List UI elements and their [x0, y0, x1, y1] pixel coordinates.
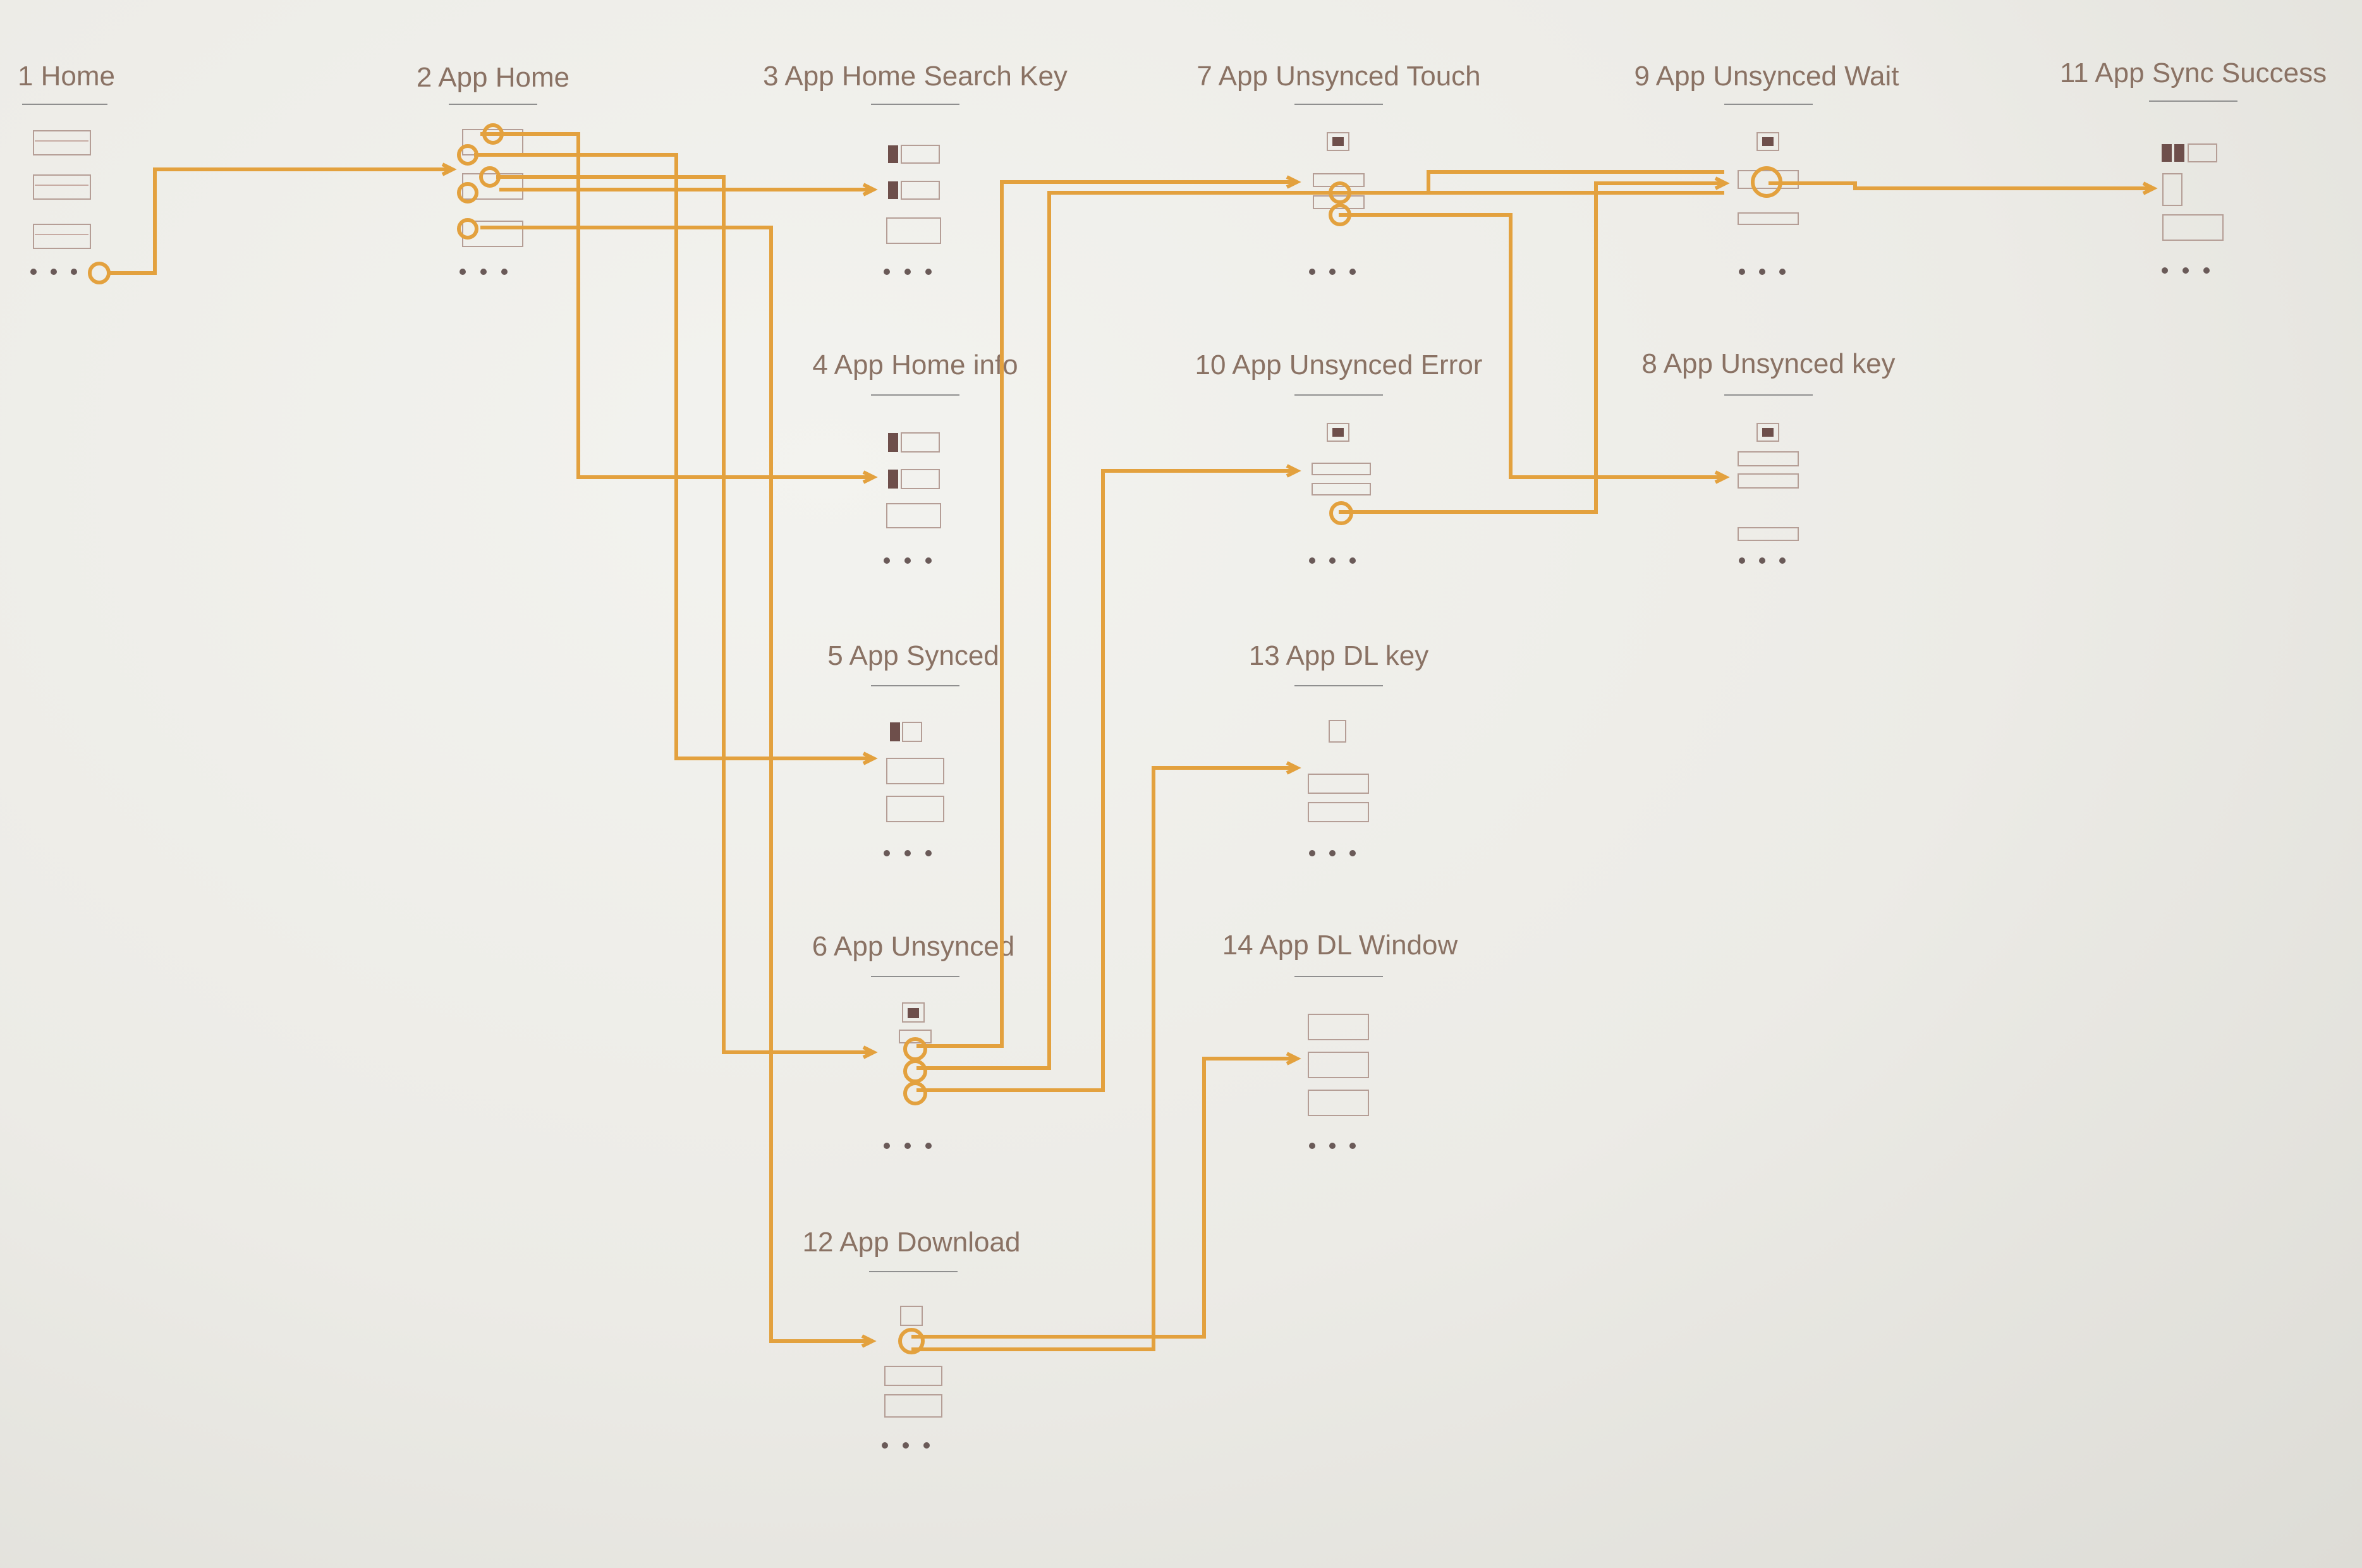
- link-s1-s2: [109, 167, 452, 275]
- arrowhead: [1286, 464, 1301, 478]
- arrowhead: [1286, 175, 1301, 189]
- hotspot-s12[interactable]: [898, 1328, 925, 1354]
- link-s6-s7: [916, 180, 1296, 1048]
- link-s6-s10: [916, 469, 1296, 1092]
- arrowhead: [862, 183, 878, 197]
- hotspot-s2[interactable]: [457, 182, 478, 204]
- hotspot-s6[interactable]: [903, 1037, 927, 1061]
- link-s10-s9: [1339, 181, 1724, 514]
- screen-thumbnail-4: [871, 394, 959, 564]
- link-s2-s5: [474, 153, 872, 760]
- hotspot-s2[interactable]: [479, 166, 501, 188]
- hotspot-s7[interactable]: [1329, 204, 1351, 226]
- screen-label-10: 10 App Unsynced Error: [1195, 349, 1483, 380]
- screen-label-9: 9 App Unsynced Wait: [1634, 61, 1899, 92]
- hotspot-s6[interactable]: [903, 1059, 927, 1083]
- screen-label-11: 11 App Sync Success: [2060, 58, 2327, 88]
- link-s12-s14: [911, 1057, 1296, 1339]
- screen-thumbnail-2: [449, 104, 537, 275]
- hotspots: [88, 123, 1782, 1354]
- link-s2-s12: [480, 226, 871, 1343]
- arrowhead: [1286, 761, 1301, 775]
- screen-label-1: 1 Home: [18, 61, 115, 92]
- screen-thumbnail-1: [22, 104, 107, 275]
- screen-thumbnail-10: [1294, 394, 1383, 564]
- screen-label-4: 4 App Home info: [812, 349, 1018, 380]
- hotspot-s2[interactable]: [457, 218, 478, 240]
- screen-label-2: 2 App Home: [417, 62, 569, 93]
- screen-label-7: 7 App Unsynced Touch: [1196, 61, 1480, 92]
- screen-thumbnail-5: [871, 685, 959, 856]
- hotspot-s9[interactable]: [1751, 166, 1782, 198]
- arrowhead: [862, 470, 878, 484]
- hotspot-s6[interactable]: [903, 1081, 927, 1105]
- arrowhead: [862, 751, 878, 765]
- screen-thumbnail-14: [1294, 976, 1383, 1149]
- arrowhead: [2142, 181, 2158, 195]
- arrowhead: [1714, 176, 1730, 190]
- hotspot-s10[interactable]: [1329, 501, 1353, 525]
- screen-thumbnail-12: [869, 1271, 958, 1449]
- hotspot-s2[interactable]: [457, 144, 478, 166]
- screen-label-8: 8 App Unsynced key: [1641, 348, 1895, 379]
- link-s7-s8: [1339, 213, 1724, 479]
- screen-label-12: 12 App Download: [803, 1227, 1021, 1258]
- arrowhead: [861, 1334, 877, 1348]
- arrowhead: [1714, 470, 1730, 484]
- hotspot-s2[interactable]: [482, 123, 504, 145]
- screen-thumbnail-6: [871, 976, 959, 1149]
- link-s9-s11: [1768, 181, 2152, 190]
- screen-label-13: 13 App DL key: [1249, 640, 1429, 671]
- screen-label-5: 5 App Synced: [827, 640, 999, 671]
- screen-thumbnail-3: [871, 104, 959, 275]
- arrowhead: [441, 162, 457, 176]
- link-s12-s13: [911, 766, 1296, 1351]
- hotspot-s1-home[interactable]: [88, 262, 111, 284]
- screen-label-14: 14 App DL Window: [1222, 930, 1458, 961]
- screen-label-3: 3 App Home Search Key: [763, 61, 1068, 92]
- screen-thumbnail-8: [1724, 394, 1813, 564]
- link-s2-s6: [496, 175, 872, 1054]
- screen-label-6: 6 App Unsynced: [812, 931, 1014, 962]
- link-s7-s9: [1339, 170, 1724, 195]
- screen-thumbnail-7: [1294, 104, 1383, 275]
- flow-connectors: [109, 132, 2158, 1351]
- arrowhead: [1286, 1052, 1301, 1066]
- screen-thumbnail-13: [1294, 685, 1383, 856]
- screen-thumbnail-9: [1724, 104, 1813, 275]
- hotspot-s7[interactable]: [1329, 181, 1351, 204]
- arrowhead: [862, 1045, 878, 1059]
- screen-thumbnail-11: [2149, 100, 2237, 274]
